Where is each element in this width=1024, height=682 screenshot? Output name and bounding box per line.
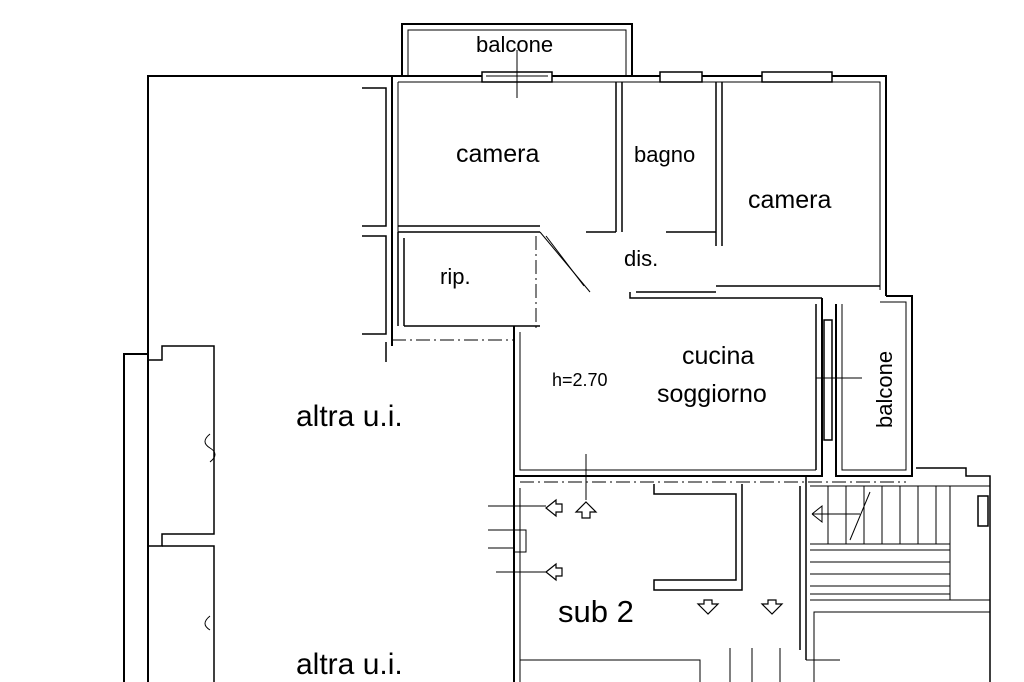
label-altra-top: altra u.i.: [296, 400, 403, 433]
label-balcone-top: balcone: [476, 32, 553, 57]
kitchen-living-walls: [392, 298, 906, 483]
arrow-icon: [574, 501, 598, 519]
label-bagno: bagno: [634, 142, 695, 167]
label-dis: dis.: [624, 246, 658, 271]
label-soggiorno: soggiorno: [657, 380, 767, 408]
label-balcone-right: balcone: [872, 351, 897, 428]
windows: [481, 50, 833, 98]
label-sub: sub 2: [558, 594, 634, 629]
apartment-outer-walls: [362, 75, 887, 362]
label-rip: rip.: [440, 264, 471, 289]
interior-walls: [397, 82, 880, 330]
stair-treads: [810, 486, 950, 595]
pipe-symbol-icon: [204, 433, 216, 463]
label-height: h=2.70: [552, 370, 608, 390]
arrow-icon: [545, 562, 563, 582]
label-camera-left: camera: [456, 140, 539, 168]
label-camera-right: camera: [748, 186, 831, 214]
arrow-icon: [696, 599, 720, 615]
label-cucina: cucina: [682, 342, 754, 370]
label-altra-bottom: altra u.i.: [296, 648, 403, 681]
arrow-icon: [760, 599, 784, 615]
neighbour-units: [123, 75, 392, 682]
right-balcony: [835, 295, 913, 477]
top-balcony: [401, 23, 633, 76]
access-arrows: [545, 498, 823, 615]
arrow-icon: [545, 498, 563, 518]
stairs-area: [488, 454, 991, 682]
pipe-symbol-icon: [204, 615, 211, 631]
